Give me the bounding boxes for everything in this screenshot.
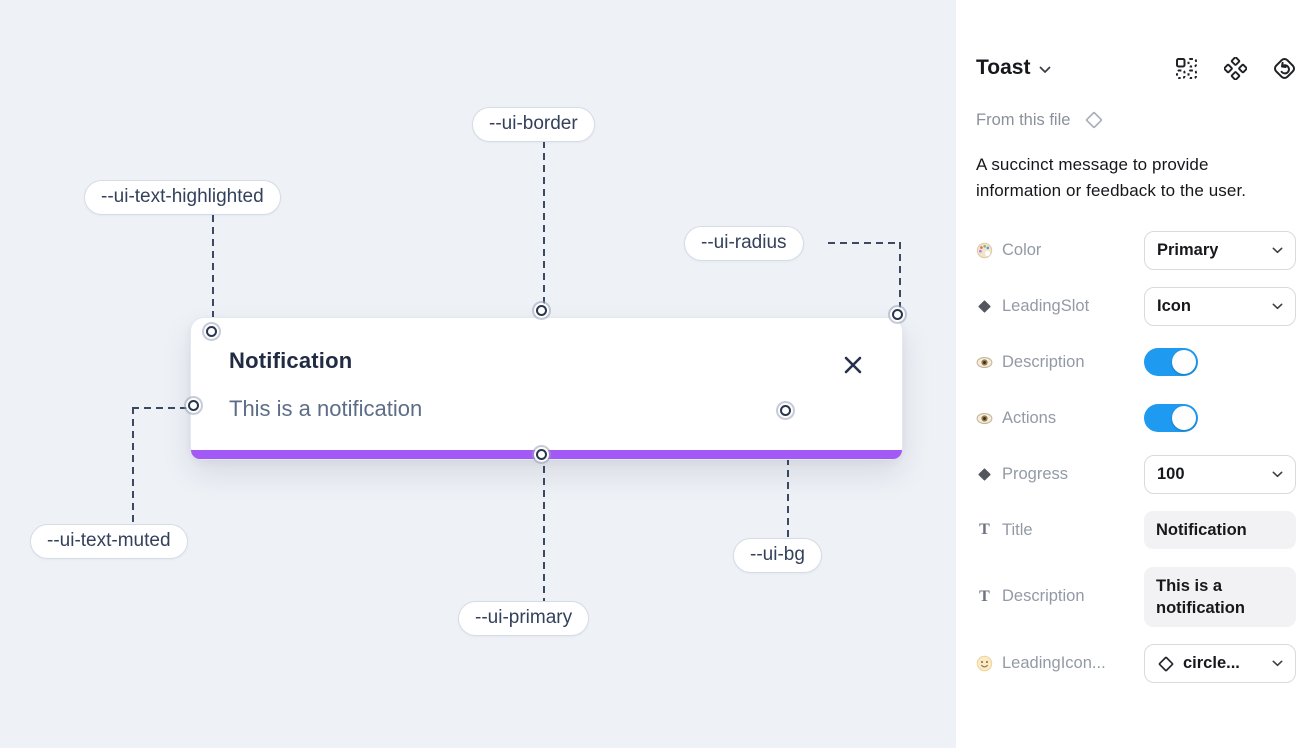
line-ui-radius-h [828, 242, 901, 244]
swap-instance-icon[interactable] [1273, 57, 1296, 80]
source-label: From this file [976, 110, 1071, 129]
prop-row-description-toggle: Description [976, 343, 1296, 382]
variant-diamond-icon [978, 468, 991, 481]
token-label-ui-radius[interactable]: --ui-radius [684, 226, 804, 261]
line-ui-border [543, 141, 545, 305]
apply-properties-icon[interactable] [1175, 57, 1198, 80]
text-icon: T [979, 521, 990, 539]
line-ui-text-muted-v [132, 407, 134, 524]
prop-label: Actions [1002, 408, 1057, 427]
prop-row-progress: Progress 100 [976, 454, 1296, 494]
token-label-ui-bg[interactable]: --ui-bg [733, 538, 822, 573]
canvas: Notification This is a notification --ui… [0, 0, 956, 748]
prop-label: Progress [1002, 464, 1069, 483]
prop-label: Title [1002, 520, 1033, 539]
property-list: Color Primary LeadingS [976, 230, 1296, 684]
eye-icon [976, 412, 993, 424]
prop-label: Description [1002, 352, 1085, 371]
prop-row-actions-toggle: Actions [976, 399, 1296, 438]
prop-row-leadingslot: LeadingSlot Icon [976, 286, 1296, 326]
text-icon: T [979, 587, 990, 605]
anchor-bg[interactable] [780, 405, 791, 416]
token-label-ui-primary[interactable]: --ui-primary [458, 601, 590, 636]
line-ui-text-highlighted [212, 215, 214, 326]
anchor-primary[interactable] [536, 449, 547, 460]
anchor-text-highlighted[interactable] [206, 326, 217, 337]
anchor-radius[interactable] [892, 309, 903, 320]
prop-row-title: T Title Notification [976, 511, 1296, 550]
component-description: A succinct message to provide informatio… [976, 155, 1247, 201]
line-ui-radius-v [899, 242, 901, 308]
token-label-ui-border[interactable]: --ui-border [472, 107, 595, 142]
description-toggle[interactable] [1144, 348, 1198, 377]
component-diamond-icon [1086, 111, 1103, 129]
prop-row-description-text: T Description This is a notification [976, 566, 1296, 628]
eye-icon [976, 356, 993, 368]
actions-toggle[interactable] [1144, 404, 1198, 433]
panel-header: Toast [976, 56, 1296, 80]
prop-label: LeadingSlot [1002, 296, 1090, 315]
prop-label: LeadingIcon... [1002, 654, 1106, 673]
leadingslot-dropdown[interactable]: Icon [1144, 286, 1296, 326]
smiley-icon [976, 656, 993, 672]
instance-diamond-icon [1158, 656, 1174, 672]
source-row: From this file [976, 110, 1296, 130]
title-input[interactable]: Notification [1144, 511, 1296, 550]
toast-description: This is a notification [229, 396, 423, 421]
chevron-down-icon [1272, 471, 1283, 477]
prop-row-color: Color Primary [976, 230, 1296, 270]
toast-component[interactable]: Notification This is a notification [190, 317, 903, 460]
variant-diamond-icon [978, 300, 991, 313]
description-input[interactable]: This is a notification [1144, 566, 1296, 628]
chevron-down-icon[interactable] [1039, 66, 1051, 74]
palette-icon [976, 242, 993, 258]
close-icon[interactable] [842, 354, 864, 376]
token-label-ui-text-muted[interactable]: --ui-text-muted [30, 524, 188, 559]
toast-title: Notification [229, 348, 353, 373]
anchor-border[interactable] [536, 305, 547, 316]
prop-label: Description [1002, 587, 1085, 606]
line-ui-bg [787, 422, 789, 538]
line-ui-primary [543, 466, 545, 601]
chevron-down-icon [1272, 660, 1283, 667]
color-dropdown[interactable]: Primary [1144, 230, 1296, 270]
prop-label: Color [1002, 240, 1042, 259]
anchor-text-muted[interactable] [188, 400, 199, 411]
chevron-down-icon [1272, 247, 1283, 253]
component-name[interactable]: Toast [976, 56, 1031, 79]
prop-row-leadingicon: LeadingIcon... circle... [976, 644, 1296, 684]
chevron-down-icon [1272, 303, 1283, 309]
leadingicon-dropdown[interactable]: circle... [1144, 644, 1296, 684]
token-label-ui-text-highlighted[interactable]: --ui-text-highlighted [84, 180, 281, 215]
progress-dropdown[interactable]: 100 [1144, 454, 1296, 494]
variants-icon[interactable] [1224, 56, 1247, 80]
line-ui-text-muted-h [132, 407, 188, 409]
properties-panel: Toast [956, 0, 1312, 748]
